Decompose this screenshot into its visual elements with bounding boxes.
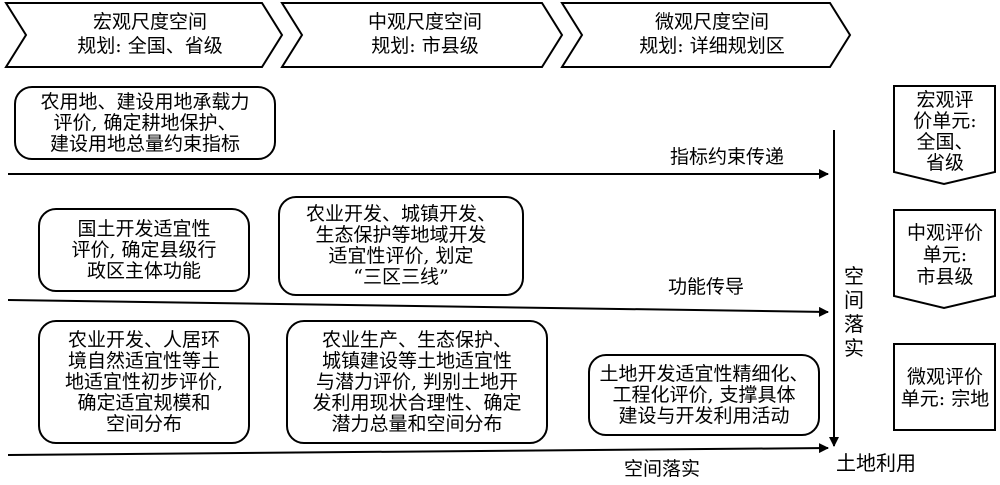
flow-label-indicator-transfer: 指标约束传递 — [670, 146, 785, 168]
unit-tag-meso — [893, 209, 996, 310]
macro-carrying-capacity-box: 农用地、建设用地承载力 评价, 确定耕地保护、 建设用地总量约束指标 — [14, 86, 276, 160]
stage-title-meso: 中观尺度空间 — [367, 11, 482, 33]
meso-suitability-box: 国土开发适宜性 评价, 确定县级行 政区主体功能 — [38, 208, 250, 292]
stage-title-macro: 宏观尺度空间 — [92, 11, 207, 33]
stage-title-micro: 微观尺度空间 — [654, 11, 769, 33]
arrow-spatial-implement — [7, 443, 829, 456]
stage-scope-meso: 规划: 市县级 — [371, 35, 479, 57]
micro-refined-evaluation-box: 土地开发适宜性精细化、 工程化评价, 支撑具体 建设与开发利用活动 — [588, 354, 820, 436]
unit-tag-macro — [893, 85, 996, 186]
stage-scope-macro: 规划: 全国、省级 — [77, 35, 223, 57]
micro-preliminary-evaluation-box: 农业开发、人居环 境自然适宜性等土 地适宜性初步评价, 确定适宜规模和 空间分布 — [38, 320, 250, 444]
flow-label-spatial-implement: 空间落实 — [624, 458, 701, 480]
unit-tag-micro — [893, 343, 996, 431]
flow-label-function-transfer: 功能传导 — [668, 276, 745, 298]
arrow-function-transfer — [7, 299, 829, 317]
stage-chevron-meso — [280, 2, 564, 68]
micro-potential-evaluation-box: 农业生产、生态保护、 城镇建设等土地适宜性 与潜力评价, 判别土地开 发利用现状… — [286, 320, 548, 444]
result-land-use: 土地利用 — [836, 451, 916, 475]
stage-scope-micro: 规划: 详细规划区 — [639, 35, 785, 57]
stage-chevron-macro — [4, 2, 284, 68]
unit-label-micro: 微观评价 单元: 宗地 — [900, 366, 990, 410]
vertical-label-spatial-implement: 空间落实 — [842, 240, 866, 384]
unit-label-meso: 中观评价 单元: 市县级 — [906, 222, 983, 288]
unit-label-macro: 宏观评 价单元: 全国、 省级 — [913, 89, 977, 174]
meso-regional-suitability-box: 农业开发、城镇开发、 生态保护等地域开发 适宜性评价, 划定 “三区三线” — [278, 196, 524, 296]
stage-chevron-micro — [560, 2, 852, 68]
vertical-label-text: 空间落实 — [844, 264, 864, 360]
